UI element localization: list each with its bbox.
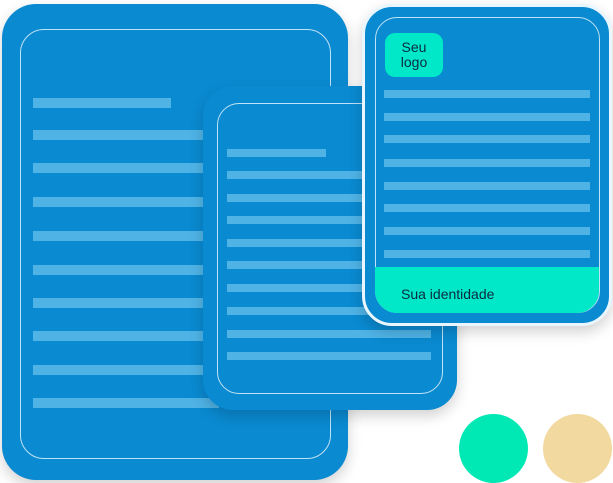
identity-band: [375, 267, 599, 313]
green-color-swatch: [459, 414, 528, 483]
text-line: [384, 227, 590, 235]
text-line: [33, 98, 171, 108]
text-line: [384, 182, 590, 190]
text-line: [227, 216, 431, 224]
text-line: [33, 265, 219, 275]
text-line: [33, 231, 219, 241]
text-line: [33, 298, 219, 308]
text-line: [384, 90, 590, 98]
text-line: [33, 197, 219, 207]
text-line: [227, 330, 431, 338]
text-line: [227, 307, 431, 315]
logo-placeholder: Seu logo: [385, 33, 443, 77]
identity-label: Sua identidade: [401, 286, 495, 302]
text-line: [227, 194, 431, 202]
text-line: [227, 352, 431, 360]
text-line: [33, 365, 219, 375]
text-line: [384, 159, 590, 167]
text-line: [384, 113, 590, 121]
text-line: [227, 284, 431, 292]
text-line: [384, 135, 590, 143]
text-line: [384, 204, 590, 212]
front-document-card: Seu logo Sua identidade: [362, 4, 612, 326]
text-line: [227, 239, 431, 247]
text-line: [227, 171, 431, 179]
text-line: [227, 261, 431, 269]
sand-color-swatch: [543, 414, 612, 483]
text-line: [227, 149, 326, 157]
text-line: [33, 130, 219, 140]
text-line: [33, 163, 219, 173]
text-line: [33, 398, 219, 408]
text-line: [33, 331, 219, 341]
text-line: [384, 250, 590, 258]
